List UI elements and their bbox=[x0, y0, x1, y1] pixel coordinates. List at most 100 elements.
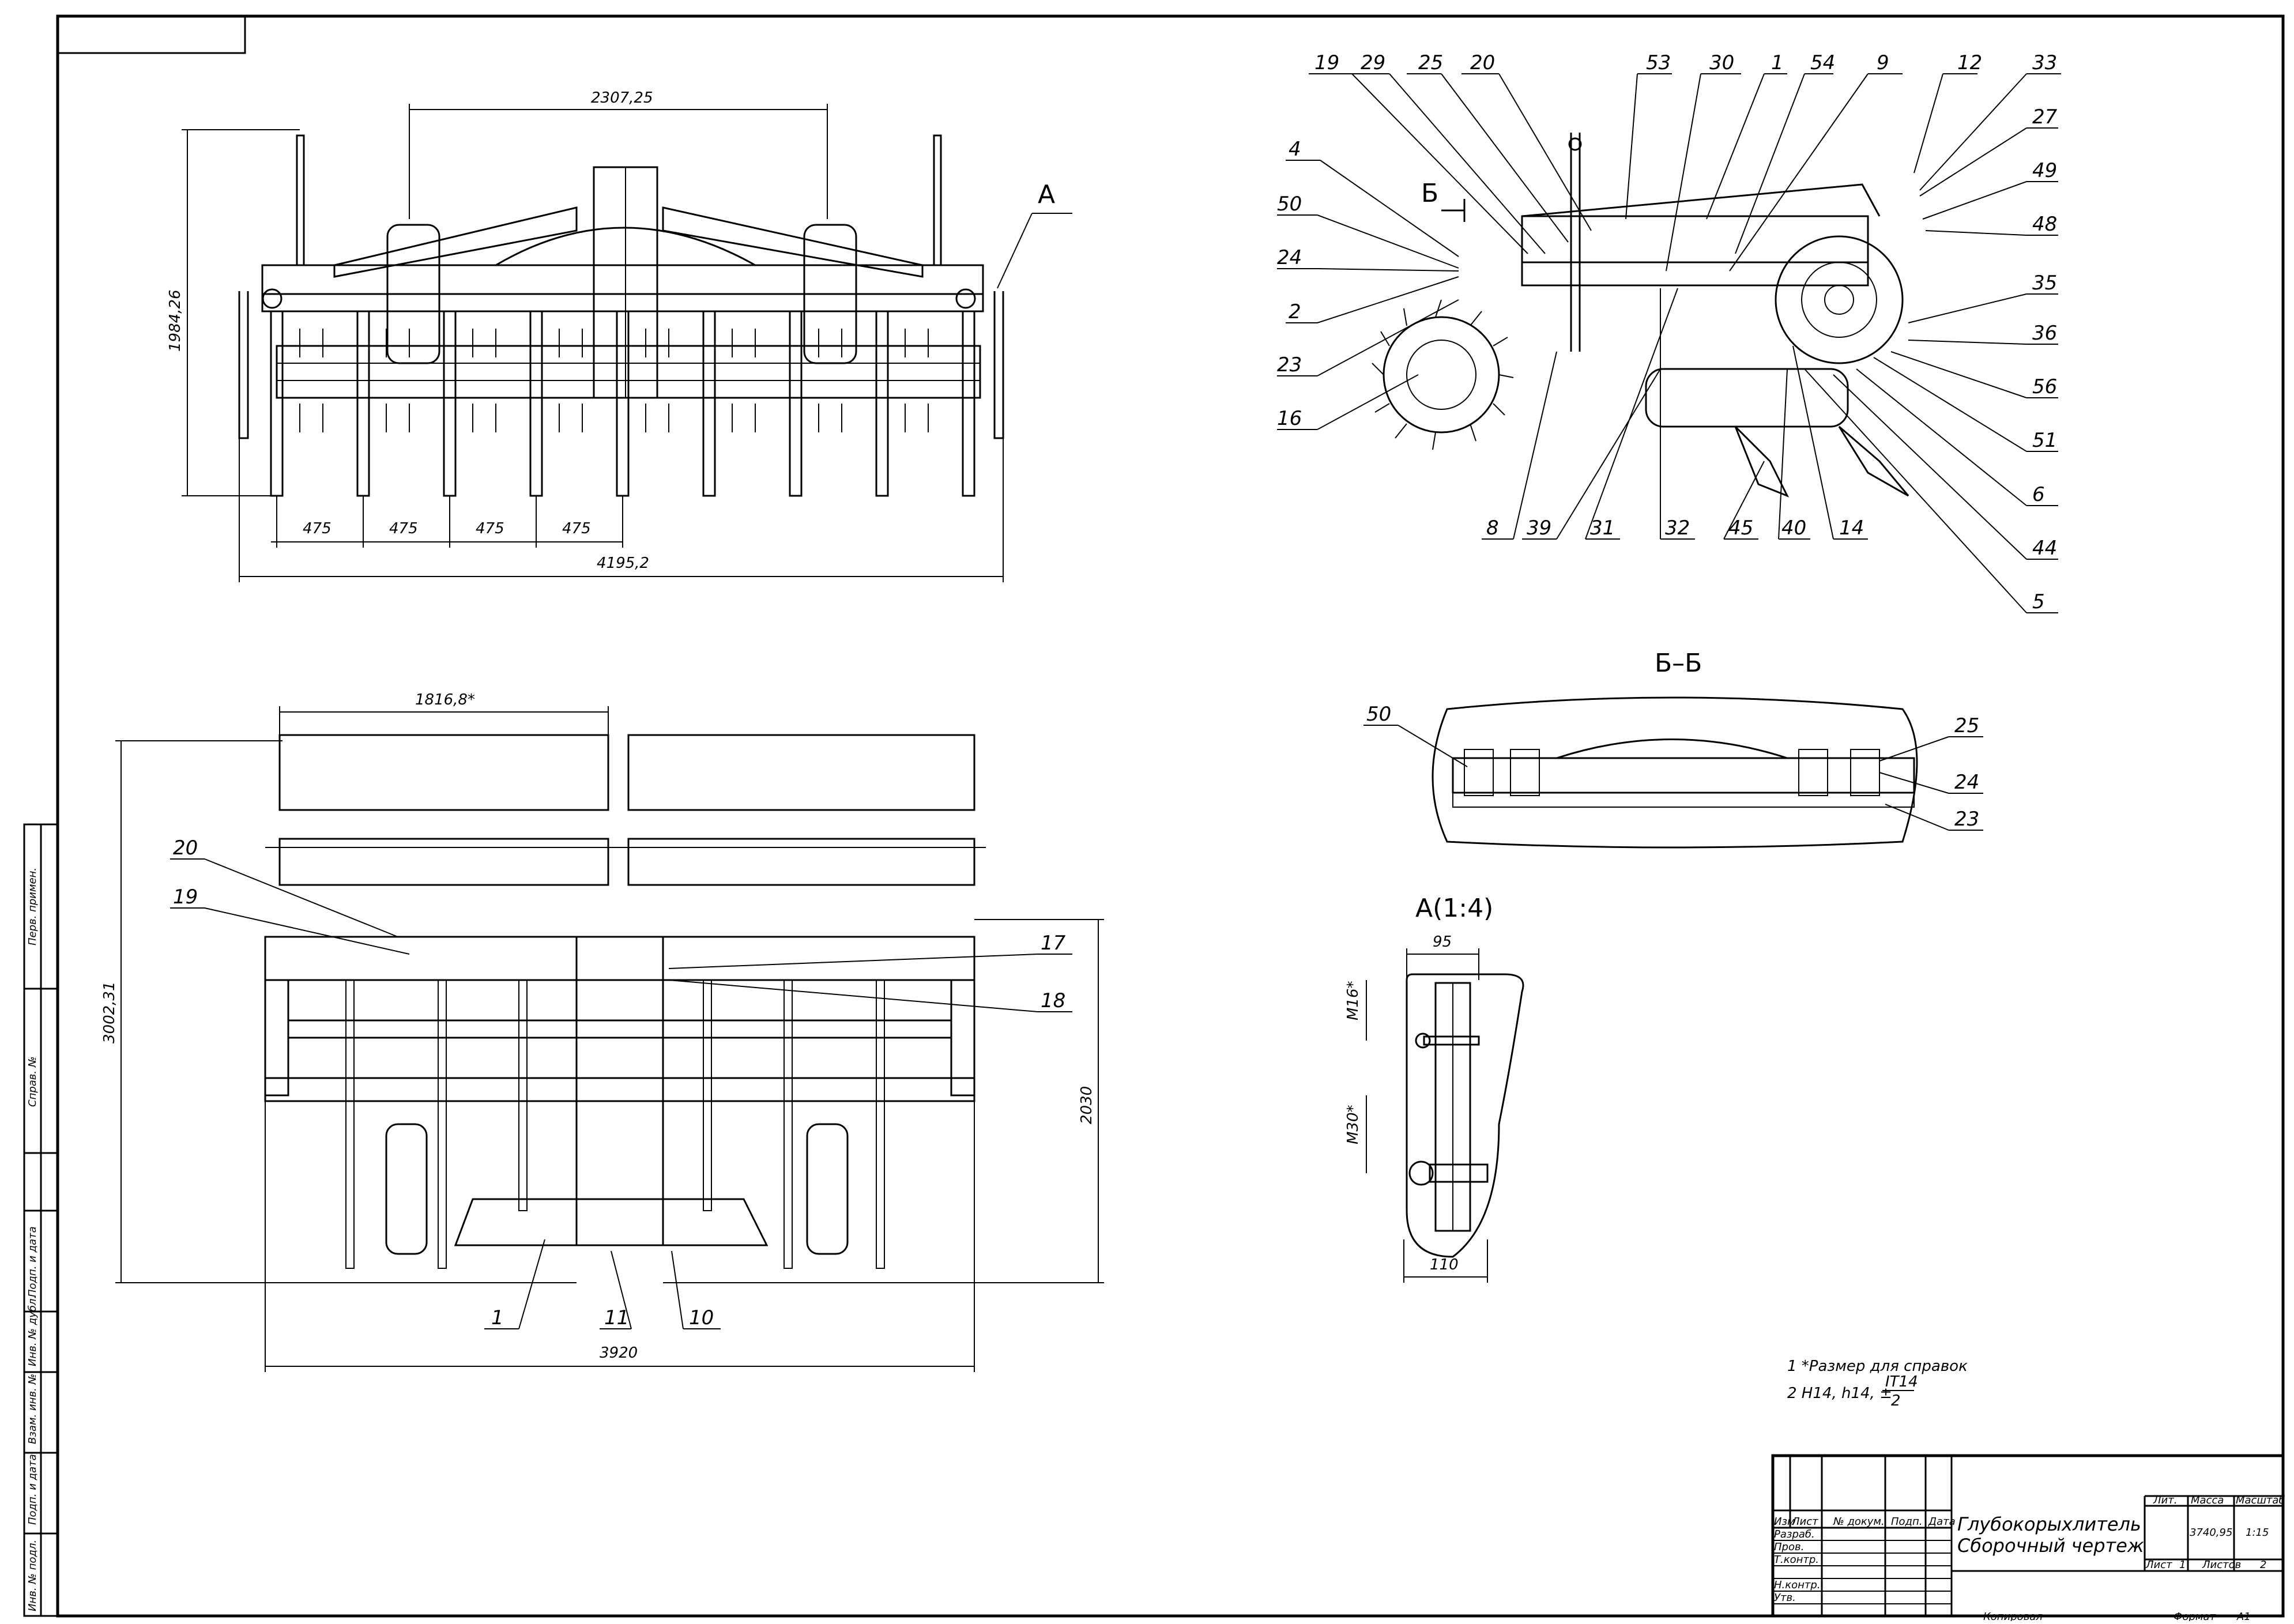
dim-height-right: 2030 bbox=[1078, 1086, 1095, 1124]
tb-sheet-label: Лист bbox=[2145, 1559, 2172, 1571]
dim-top-width: 2307,25 bbox=[591, 89, 653, 107]
section-mark: Б bbox=[1421, 179, 1438, 208]
callout-side-32: 32 bbox=[1665, 517, 1690, 540]
callout-side-56: 56 bbox=[2032, 375, 2057, 398]
tb-format-label: Формат bbox=[2174, 1611, 2216, 1621]
section-bb: Б–Б 50 25 24 23 bbox=[1363, 649, 1983, 849]
dim-total-plan-width: 3920 bbox=[600, 1344, 638, 1362]
callout-side-51: 51 bbox=[2032, 429, 2057, 452]
callout-side-8: 8 bbox=[1486, 517, 1499, 540]
callout-1: 1 bbox=[491, 1306, 504, 1329]
callout-side-44: 44 bbox=[2032, 537, 2057, 560]
callout-side-29: 29 bbox=[1361, 51, 1385, 74]
callout-side-33: 33 bbox=[2032, 51, 2057, 74]
dim-height: 1984,26 bbox=[167, 289, 184, 352]
section-bb-title: Б–Б bbox=[1655, 649, 1702, 678]
tb-copied: Копировал bbox=[1983, 1611, 2043, 1621]
stamp-label-6: Подп. и дата bbox=[27, 1454, 39, 1525]
side-view: 19 29 25 20 53 30 1 54 9 12 33 4 50 24 2… bbox=[1277, 51, 2061, 613]
dim-spacing-2: 475 bbox=[389, 520, 418, 537]
tb-role-1: Разраб. bbox=[1774, 1528, 1815, 1540]
note-fraction-num: IT14 bbox=[1885, 1373, 1918, 1391]
note-fraction-den: 2 bbox=[1891, 1392, 1901, 1410]
callout-side-36: 36 bbox=[2032, 322, 2057, 345]
callout-side-1: 1 bbox=[1771, 51, 1784, 74]
callout-20: 20 bbox=[173, 837, 198, 860]
callout-18: 18 bbox=[1041, 989, 1065, 1012]
stamp-label-2: Справ. № bbox=[27, 1056, 39, 1107]
tb-col-scale: Масштаб bbox=[2236, 1494, 2285, 1506]
tb-format-value: А1 bbox=[2236, 1611, 2251, 1621]
plan-view: 1816,8* 3002,31 bbox=[101, 691, 1104, 1372]
callout-side-40: 40 bbox=[1781, 517, 1806, 540]
callout-side-24: 24 bbox=[1277, 246, 1302, 269]
callout-side-2: 2 bbox=[1289, 300, 1301, 323]
callout-side-6: 6 bbox=[2032, 483, 2045, 506]
tb-sheets-num: 2 bbox=[2260, 1559, 2266, 1571]
callout-side-35: 35 bbox=[2032, 272, 2057, 295]
stamp-label-4: Инв. № дубл. bbox=[27, 1295, 39, 1366]
stamp-label-1: Перв. примен. bbox=[27, 868, 39, 945]
side-stamp: Перв. примен. Справ. № Подп. и дата Инв.… bbox=[23, 823, 59, 1617]
rear-view: 2307,25 1984,26 bbox=[167, 89, 1072, 582]
note-line-2: 2 H14, h14, ± bbox=[1787, 1385, 1892, 1402]
tb-scale: 1:15 bbox=[2246, 1527, 2269, 1539]
tb-col-mass: Масса bbox=[2191, 1494, 2224, 1506]
callout-side-12: 12 bbox=[1957, 51, 1982, 74]
callout-11: 11 bbox=[604, 1306, 629, 1329]
callout-bb-50: 50 bbox=[1366, 703, 1391, 726]
callout-side-45: 45 bbox=[1728, 517, 1753, 540]
callout-bb-24: 24 bbox=[1954, 771, 1979, 794]
tb-header-sign: Подп. bbox=[1891, 1516, 1922, 1528]
callout-side-23: 23 bbox=[1277, 353, 1302, 376]
callout-bb-23: 23 bbox=[1954, 808, 1979, 831]
tb-sheet-num: 1 bbox=[2179, 1559, 2186, 1571]
callout-side-5: 5 bbox=[2032, 590, 2045, 613]
callout-side-54: 54 bbox=[1810, 51, 1835, 74]
dim-detail-top: 95 bbox=[1433, 933, 1452, 951]
callout-side-31: 31 bbox=[1590, 517, 1615, 540]
tb-sheets-label: Листов bbox=[2202, 1559, 2241, 1571]
callout-side-16: 16 bbox=[1277, 407, 1302, 430]
tb-title-2: Сборочный чертеж bbox=[1957, 1535, 2144, 1557]
callout-side-49: 49 bbox=[2032, 159, 2057, 182]
callout-side-48: 48 bbox=[2032, 213, 2057, 236]
dim-total-width: 4195,2 bbox=[597, 555, 649, 572]
tb-header-date: Дата bbox=[1928, 1516, 1956, 1528]
callout-side-27: 27 bbox=[2032, 105, 2058, 129]
callout-side-19: 19 bbox=[1314, 51, 1339, 74]
tb-role-2: Пров. bbox=[1774, 1541, 1804, 1553]
dim-detail-bottom: 110 bbox=[1430, 1256, 1459, 1273]
callout-bb-25: 25 bbox=[1954, 714, 1979, 737]
dim-spacing-4: 475 bbox=[562, 520, 591, 537]
tb-role-5: Н.контр. bbox=[1774, 1579, 1821, 1591]
dim-spacing-3: 475 bbox=[476, 520, 504, 537]
tb-header-izm: Изм bbox=[1774, 1516, 1795, 1528]
callout-side-20: 20 bbox=[1470, 51, 1495, 74]
tb-title-1: Глубокорыхлитель bbox=[1957, 1513, 2141, 1535]
tb-header-list: Лист bbox=[1791, 1516, 1818, 1528]
callout-side-4: 4 bbox=[1289, 138, 1301, 161]
callout-19: 19 bbox=[173, 886, 198, 909]
callout-side-25: 25 bbox=[1418, 51, 1443, 74]
callout-side-14: 14 bbox=[1839, 517, 1864, 540]
tb-header-doc: № докум. bbox=[1833, 1516, 1885, 1528]
corner-stamp-box bbox=[56, 15, 246, 54]
callout-side-53: 53 bbox=[1646, 51, 1671, 74]
tb-role-6: Утв. bbox=[1774, 1592, 1796, 1604]
detail-a-title: А(1:4) bbox=[1415, 894, 1493, 923]
stamp-label-3: Подп. и дата bbox=[27, 1226, 39, 1297]
tb-role-3: Т.контр. bbox=[1774, 1554, 1819, 1566]
tb-col-lit: Лит. bbox=[2153, 1494, 2177, 1506]
dim-roller-width: 1816,8* bbox=[415, 691, 475, 709]
tb-mass: 3740,95 bbox=[2190, 1527, 2232, 1539]
dim-detail-m16: M16* bbox=[1344, 981, 1362, 1020]
callout-side-9: 9 bbox=[1877, 51, 1889, 74]
callout-side-30: 30 bbox=[1709, 51, 1734, 74]
note-line-1: 1 *Размер для справок bbox=[1787, 1358, 1968, 1375]
dim-height-left: 3002,31 bbox=[101, 981, 118, 1043]
stamp-label-5: Взам. инв. № bbox=[27, 1374, 39, 1444]
stamp-label-7: Инв. № подл. bbox=[27, 1540, 39, 1611]
